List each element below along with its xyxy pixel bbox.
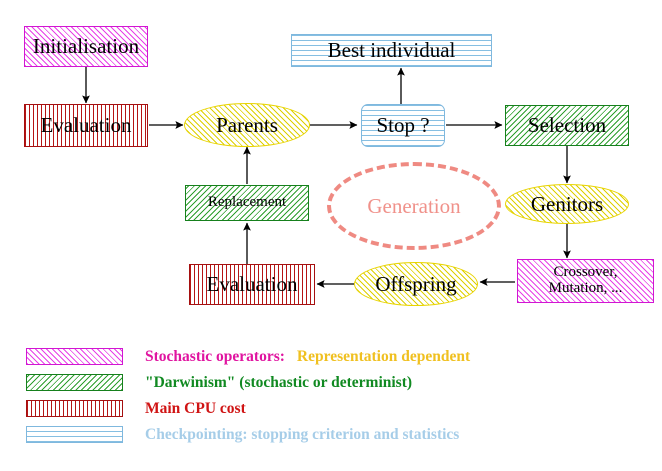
node-crossover-mutation-label-line2: Mutation, ...	[548, 280, 623, 296]
legend-swatch-green-diagonal-hatch	[26, 374, 123, 391]
node-parents[interactable]: Parents	[184, 103, 310, 147]
legend-row-darwinism: "Darwinism" (stochastic or determinist)	[26, 370, 636, 395]
legend-text-checkpointing: Checkpointing: stopping criterion and st…	[145, 425, 460, 443]
node-replacement-label: Replacement	[207, 194, 287, 211]
legend-swatch-red-vertical-hatch	[26, 400, 123, 417]
legend-text-representation-dependent: Representation dependent	[296, 347, 471, 365]
legend-label-stochastic-operators: Stochastic operators: Representation depe…	[145, 348, 470, 366]
node-crossover-mutation-label-line1: Crossover,	[553, 264, 618, 281]
node-generation-label: Generation	[367, 193, 461, 218]
legend-text-stochastic-operators: Stochastic operators:	[145, 347, 285, 365]
node-parents-label: Parents	[216, 112, 278, 137]
node-offspring[interactable]: Offspring	[354, 262, 478, 306]
node-initialisation[interactable]: Initialisation	[24, 26, 148, 67]
node-stop[interactable]: Stop ?	[361, 104, 445, 147]
node-best-individual-label: Best individual	[327, 38, 456, 63]
node-replacement[interactable]: Replacement	[185, 185, 309, 221]
node-evaluation-top[interactable]: Evaluation	[24, 104, 148, 147]
node-best-individual[interactable]: Best individual	[291, 34, 492, 67]
node-selection-label: Selection	[527, 113, 607, 138]
legend-row-main-cpu-cost: Main CPU cost	[26, 396, 636, 421]
node-evaluation-bottom-label: Evaluation	[206, 272, 298, 297]
node-evaluation-bottom[interactable]: Evaluation	[189, 264, 315, 305]
node-evaluation-top-label: Evaluation	[40, 113, 132, 138]
node-generation-loop-marker: Generation	[327, 162, 501, 250]
legend-swatch-magenta-diagonal-hatch	[26, 348, 123, 365]
legend-row-checkpointing: Checkpointing: stopping criterion and st…	[26, 422, 636, 447]
node-initialisation-label: Initialisation	[32, 34, 140, 59]
node-offspring-label: Offspring	[375, 271, 457, 296]
node-genitors[interactable]: Genitors	[505, 184, 629, 224]
legend-swatch-blue-horizontal-hatch	[26, 426, 123, 443]
node-crossover-mutation[interactable]: Crossover, Mutation, ...	[517, 259, 654, 303]
legend-text-darwinism: "Darwinism" (stochastic or determinist)	[145, 373, 413, 391]
legend-row-stochastic-operators: Stochastic operators: Representation depe…	[26, 344, 636, 369]
node-stop-label: Stop ?	[376, 113, 430, 138]
node-genitors-label: Genitors	[530, 191, 604, 216]
legend-text-main-cpu-cost: Main CPU cost	[145, 399, 246, 417]
legend: Stochastic operators: Representation depe…	[26, 344, 636, 448]
node-selection[interactable]: Selection	[505, 105, 629, 146]
